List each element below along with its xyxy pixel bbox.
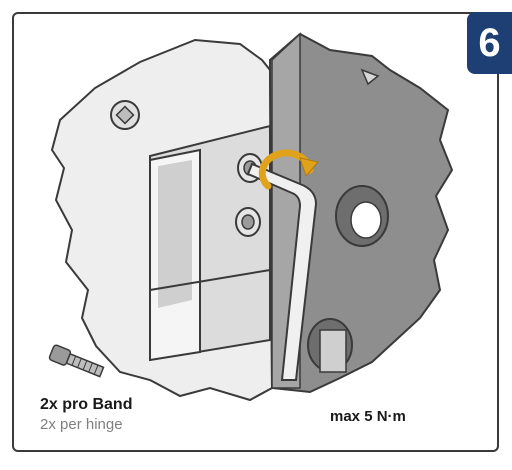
hex-key-icon — [246, 162, 318, 381]
socket-head-screw-icon — [48, 344, 105, 378]
quantity-caption-en: 2x per hinge — [40, 416, 123, 433]
hinge-knuckle-shade — [158, 160, 192, 308]
step-number-badge: 6 — [467, 12, 512, 74]
hinge-seam — [149, 269, 271, 291]
torque-label: max 5 N·m — [330, 408, 406, 425]
quantity-caption-de: 2x pro Band — [40, 396, 133, 413]
frame-notch — [360, 68, 380, 86]
